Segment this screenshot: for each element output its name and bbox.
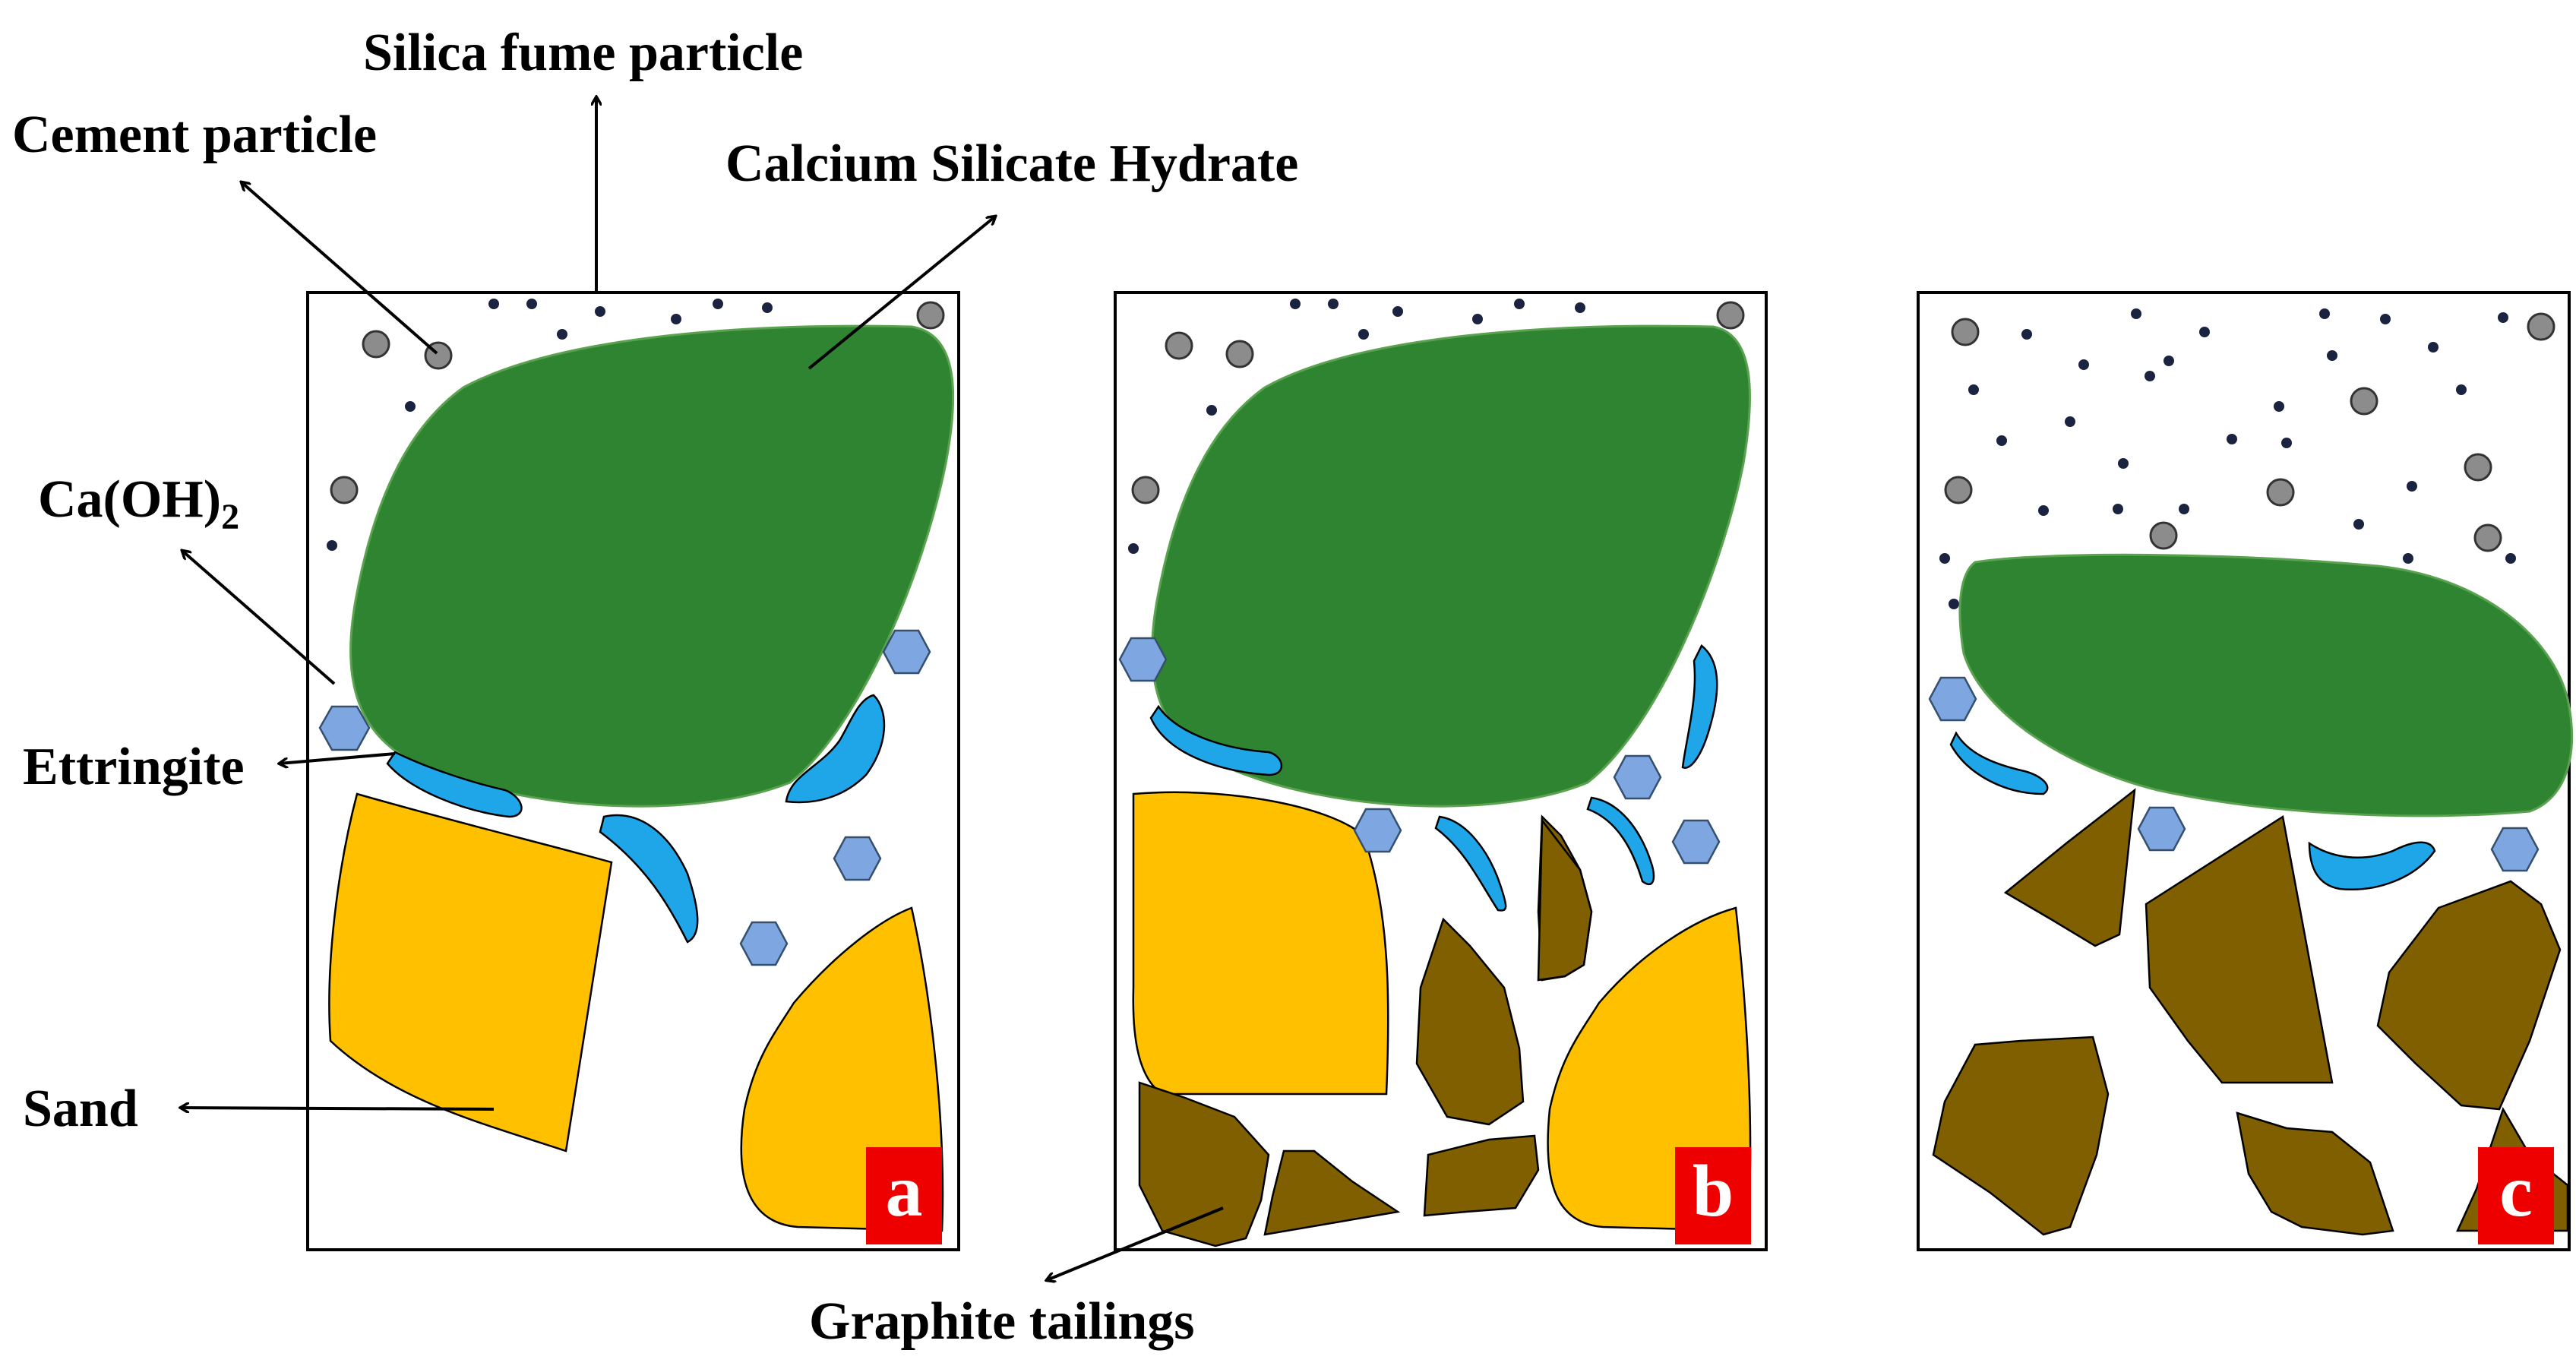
- caoh2-crystals: [1928, 676, 2540, 872]
- ettringite-needles: [386, 694, 886, 944]
- cement-arrow: [242, 182, 438, 355]
- panel-b: b: [1114, 291, 1768, 1251]
- caoh2-arrow: [182, 551, 336, 685]
- silica-fume-particles: [327, 299, 773, 551]
- sand-grain: [1132, 791, 1389, 1096]
- sand-arrow: [181, 1108, 495, 1109]
- silica-fume-particles: [1939, 308, 2516, 609]
- panel-a: a: [306, 291, 960, 1251]
- cement-particles: [1131, 301, 1745, 504]
- csh-arrow: [808, 217, 995, 370]
- ettringite-arrow: [280, 752, 396, 764]
- caoh2-label: Ca(OH)2: [38, 470, 239, 537]
- panel-a-label: a: [886, 1150, 923, 1232]
- caoh2-crystals: [318, 629, 931, 966]
- silica-fume-particles: [1128, 299, 1585, 554]
- labels: Silica fume particle Cement particle Cal…: [12, 24, 1298, 1351]
- sand-label: Sand: [23, 1080, 138, 1138]
- silica-fume-label: Silica fume particle: [363, 24, 803, 82]
- graphite-arrow: [1047, 1206, 1224, 1280]
- panel-c-label: c: [2499, 1150, 2533, 1232]
- caoh2-label-sub: 2: [221, 497, 239, 537]
- panel-b-label: b: [1693, 1150, 1734, 1232]
- panel-c: c: [1917, 291, 2573, 1251]
- ettringite-needles: [1149, 644, 1718, 912]
- ettringite-needles: [1949, 731, 2436, 890]
- panel-b-badge: [1675, 1147, 1751, 1244]
- caoh2-crystals: [1118, 637, 1721, 865]
- ettringite-label: Ettringite: [23, 738, 245, 796]
- cement-particles: [1944, 312, 2555, 552]
- csh-gel: [349, 324, 955, 808]
- sand-grain: [328, 792, 613, 1153]
- leader-arrows: [181, 97, 1224, 1280]
- csh-gel: [1958, 553, 2573, 817]
- graphite-label: Graphite tailings: [809, 1292, 1195, 1351]
- cement-label: Cement particle: [12, 106, 377, 164]
- csh-label: Calcium Silicate Hydrate: [725, 134, 1298, 193]
- csh-gel: [1151, 324, 1751, 808]
- graphite-tailings: [1138, 814, 1593, 1247]
- caoh2-label-main: Ca(OH): [38, 470, 221, 529]
- panel-a-badge: [866, 1147, 942, 1244]
- panel-c-badge: [2478, 1147, 2554, 1244]
